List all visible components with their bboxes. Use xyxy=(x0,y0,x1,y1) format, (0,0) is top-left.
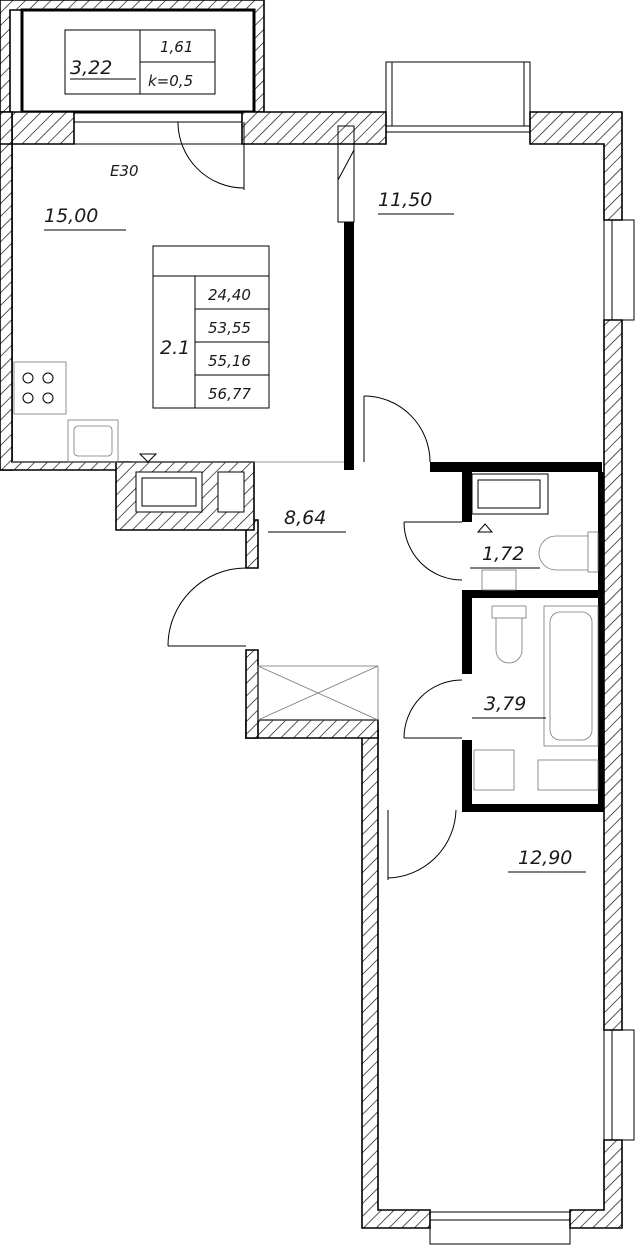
doors xyxy=(167,121,463,880)
summary-area-4: 56,77 xyxy=(208,385,251,403)
windows xyxy=(73,61,635,1245)
bedroom-top-area: 11,50 xyxy=(378,189,432,211)
hall-cabinet xyxy=(257,665,379,721)
ventilation-shafts xyxy=(135,471,549,515)
bathtub xyxy=(543,605,599,747)
summary-area-3: 55,16 xyxy=(208,352,251,370)
apartment-code: 2.1 xyxy=(160,337,190,359)
area-summary-table xyxy=(152,245,270,409)
triangle-markers xyxy=(138,453,494,533)
fire-rating: E30 xyxy=(110,162,139,180)
balcony-area-actual: 1,61 xyxy=(160,38,193,56)
kitchen-sink xyxy=(67,419,119,463)
washbasin-bath xyxy=(473,749,599,791)
wc-area: 1,72 xyxy=(482,543,524,565)
kitchen-stove xyxy=(13,361,67,415)
exterior-walls xyxy=(0,111,623,1229)
washbasin-wc xyxy=(481,569,517,591)
balcony-area: 3,22 xyxy=(70,57,112,79)
summary-area-1: 24,40 xyxy=(208,286,251,304)
toilet-wc xyxy=(538,531,599,573)
balcony xyxy=(0,0,265,114)
hall-area: 8,64 xyxy=(284,507,326,529)
bathroom-area: 3,79 xyxy=(484,693,526,715)
kitchen-living-area: 15,00 xyxy=(44,205,98,227)
balcony-coefficient: k=0,5 xyxy=(148,72,193,90)
toilet-bath xyxy=(491,605,527,664)
summary-area-2: 53,55 xyxy=(208,319,251,337)
interior-walls xyxy=(12,125,604,812)
bedroom-bottom-area: 12,90 xyxy=(518,847,572,869)
